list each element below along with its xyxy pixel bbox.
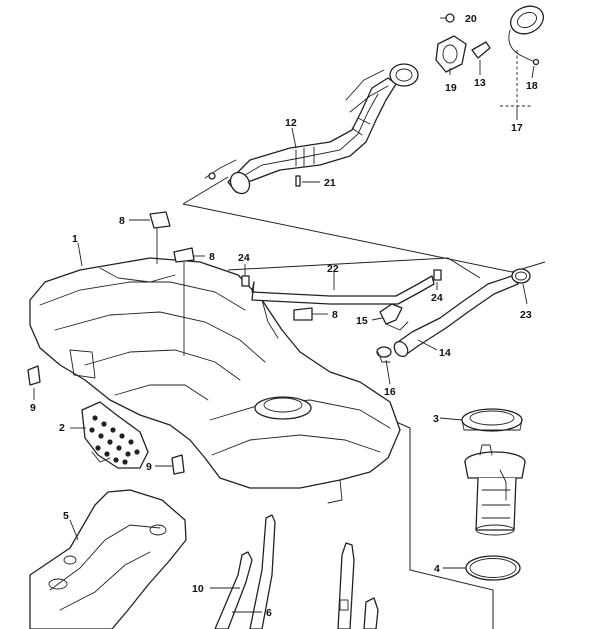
callout-21: 21: [324, 177, 336, 189]
callout-23: 23: [520, 309, 532, 321]
callout-3: 3: [433, 413, 439, 425]
filler-neck-assembly: [204, 69, 397, 195]
grommet: [376, 346, 392, 363]
callout-8-right: 8: [332, 309, 338, 321]
hose-clamp: [241, 275, 250, 287]
callout-24-right: 24: [431, 292, 443, 304]
callout-19: 19: [445, 82, 457, 94]
fuel-hose: [251, 269, 442, 305]
callout-2: 2: [59, 422, 65, 434]
bracket: [471, 41, 491, 59]
callout-20: 20: [465, 13, 477, 25]
callouts: 1 2 3 4 5 6 8 8 8 9 9 10 12 13 14 15 16 …: [30, 13, 538, 619]
leader-lines: [33, 50, 535, 613]
tank-straps: [214, 514, 379, 629]
tank-pad: [27, 365, 185, 475]
callout-8-mid: 8: [209, 251, 215, 263]
lower-heat-shield: [29, 489, 187, 629]
callout-24-left: 24: [238, 252, 250, 264]
callout-4: 4: [434, 563, 440, 575]
callout-9-left: 9: [30, 402, 36, 414]
fuel-filler-cap: [508, 5, 545, 66]
callout-12: 12: [285, 117, 297, 129]
clip: [295, 175, 301, 187]
hose-clamp-ring: [511, 268, 531, 284]
heat-protector: [81, 401, 149, 469]
insulator-pad: [149, 211, 313, 321]
fuel-pump-gasket: [465, 555, 521, 581]
callout-10: 10: [192, 583, 204, 595]
callout-13: 13: [474, 77, 486, 89]
callout-1: 1: [72, 233, 78, 245]
callout-6: 6: [266, 607, 272, 619]
callout-22: 22: [327, 263, 339, 275]
fuel-pump-module: [464, 444, 526, 536]
screw: [440, 13, 455, 23]
callout-16: 16: [384, 386, 396, 398]
callout-18: 18: [526, 80, 538, 92]
filler-neck-housing: [389, 35, 467, 87]
lock-ring: [461, 408, 523, 432]
callout-5: 5: [63, 510, 69, 522]
vent-hose: [393, 275, 519, 358]
callout-15: 15: [356, 315, 368, 327]
callout-9-bottom: 9: [146, 461, 152, 473]
fuel-tank: [29, 257, 401, 504]
callout-8-top: 8: [119, 215, 125, 227]
hose-clip: [379, 303, 409, 331]
callout-14: 14: [439, 347, 451, 359]
callout-17: 17: [511, 122, 523, 134]
